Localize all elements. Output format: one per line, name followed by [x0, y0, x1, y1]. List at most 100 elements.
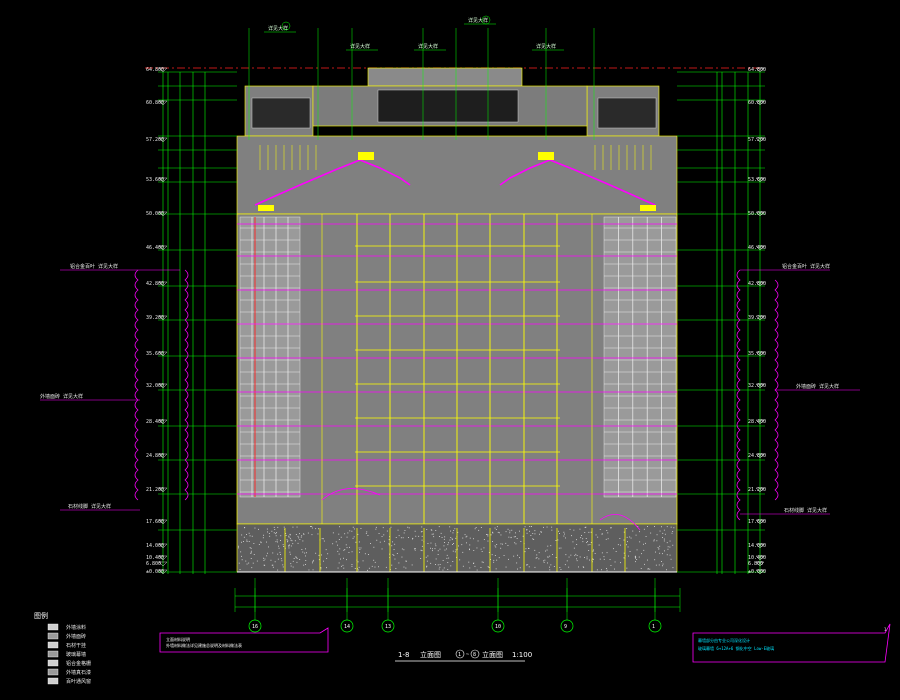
- stone-stipple: [619, 538, 621, 539]
- stone-stipple: [505, 566, 507, 568]
- stone-stipple: [457, 531, 459, 533]
- stone-stipple: [495, 568, 497, 570]
- stone-stipple: [632, 530, 634, 532]
- stone-stipple: [426, 565, 428, 567]
- stone-stipple: [326, 558, 328, 559]
- stone-stipple: [273, 526, 275, 528]
- stone-stipple: [375, 526, 377, 528]
- stone-stipple: [606, 530, 608, 531]
- stone-stipple: [292, 543, 294, 545]
- stone-stipple: [268, 546, 269, 548]
- stone-stipple: [469, 567, 471, 569]
- stone-stipple: [342, 564, 344, 566]
- stone-stipple: [511, 529, 513, 531]
- stone-stipple: [358, 547, 360, 549]
- stone-stipple: [394, 558, 396, 560]
- right-top-window: [597, 97, 657, 129]
- stone-stipple: [354, 568, 356, 569]
- right-level-marker: [755, 100, 765, 106]
- stone-stipple: [357, 533, 359, 535]
- stone-stipple: [533, 539, 535, 540]
- stone-stipple: [263, 560, 265, 561]
- stone-stipple: [502, 543, 503, 545]
- right-callout-2: 外墙面砖 详见大样: [796, 383, 839, 390]
- stone-stipple: [340, 536, 342, 538]
- stone-stipple: [534, 549, 536, 551]
- stone-stipple: [452, 550, 454, 552]
- stone-stipple: [584, 527, 586, 528]
- stone-stipple: [367, 569, 368, 571]
- stone-stipple: [655, 551, 656, 553]
- stone-stipple: [550, 564, 552, 566]
- revision-clouds: [40, 269, 860, 531]
- stone-stipple: [414, 548, 415, 550]
- stone-stipple: [254, 527, 256, 529]
- stone-stipple: [395, 537, 397, 538]
- stone-stipple: [373, 559, 375, 561]
- stone-stipple: [272, 564, 274, 566]
- stone-stipple: [248, 562, 250, 564]
- stone-stipple: [519, 530, 520, 532]
- stone-stipple: [492, 531, 493, 533]
- legend-swatch: [47, 641, 59, 649]
- stone-stipple: [549, 569, 551, 571]
- stone-stipple: [659, 530, 661, 532]
- drawing-title-view: 立面图: [482, 650, 503, 659]
- stone-stipple: [597, 536, 599, 538]
- stone-stipple: [266, 528, 268, 530]
- stone-stipple: [538, 552, 540, 554]
- stone-stipple: [271, 564, 273, 566]
- axis-bubble: [491, 619, 505, 633]
- stone-stipple: [581, 535, 582, 536]
- stone-stipple: [295, 534, 297, 535]
- stone-stipple: [574, 555, 576, 557]
- stone-stipple: [535, 557, 537, 559]
- stone-stipple: [456, 556, 457, 558]
- stone-stipple: [425, 556, 427, 558]
- stone-stipple: [290, 539, 292, 541]
- stone-stipple: [318, 559, 320, 561]
- stone-stipple: [412, 537, 414, 539]
- stone-stipple: [312, 562, 313, 564]
- stone-stipple: [393, 555, 395, 556]
- stone-stipple: [403, 549, 405, 551]
- stone-stipple: [601, 552, 603, 554]
- stone-stipple: [547, 556, 549, 558]
- right-curtain-wall: [603, 216, 677, 498]
- stone-stipple: [588, 550, 590, 551]
- stone-stipple: [400, 537, 402, 539]
- stone-stipple: [297, 542, 299, 544]
- stone-stipple: [667, 548, 669, 550]
- stone-stipple: [473, 550, 475, 551]
- stone-stipple: [592, 558, 594, 560]
- stone-stipple: [636, 549, 638, 551]
- stone-stipple: [670, 526, 672, 528]
- left-level-marker: [158, 519, 168, 525]
- stone-stipple: [607, 532, 609, 534]
- stone-stipple: [371, 565, 373, 567]
- stone-stipple: [614, 568, 615, 570]
- stone-stipple: [594, 553, 596, 554]
- stone-stipple: [662, 532, 664, 534]
- stone-stipple: [280, 540, 281, 541]
- stone-stipple: [256, 560, 258, 562]
- stone-stipple: [318, 528, 319, 530]
- stone-stipple: [357, 569, 359, 571]
- stone-stipple: [412, 538, 413, 540]
- right-note-line-2: 玻璃幕墙 6+12A+6 钢化中空 Low-E玻璃: [698, 645, 774, 651]
- stone-stipple: [370, 543, 371, 544]
- stone-stipple: [325, 549, 327, 551]
- stone-stipple: [307, 532, 309, 534]
- right-eave-accent: [640, 205, 656, 211]
- stone-stipple: [381, 536, 383, 537]
- stone-stipple: [659, 552, 661, 554]
- stone-stipple: [414, 530, 416, 532]
- stone-stipple: [492, 532, 494, 534]
- stone-stipple: [292, 526, 294, 528]
- stone-stipple: [250, 552, 252, 554]
- stone-stipple: [647, 568, 649, 569]
- stone-stipple: [315, 528, 317, 530]
- stone-stipple: [532, 538, 534, 540]
- stone-stipple: [490, 534, 492, 536]
- axis-label: 10: [495, 624, 501, 630]
